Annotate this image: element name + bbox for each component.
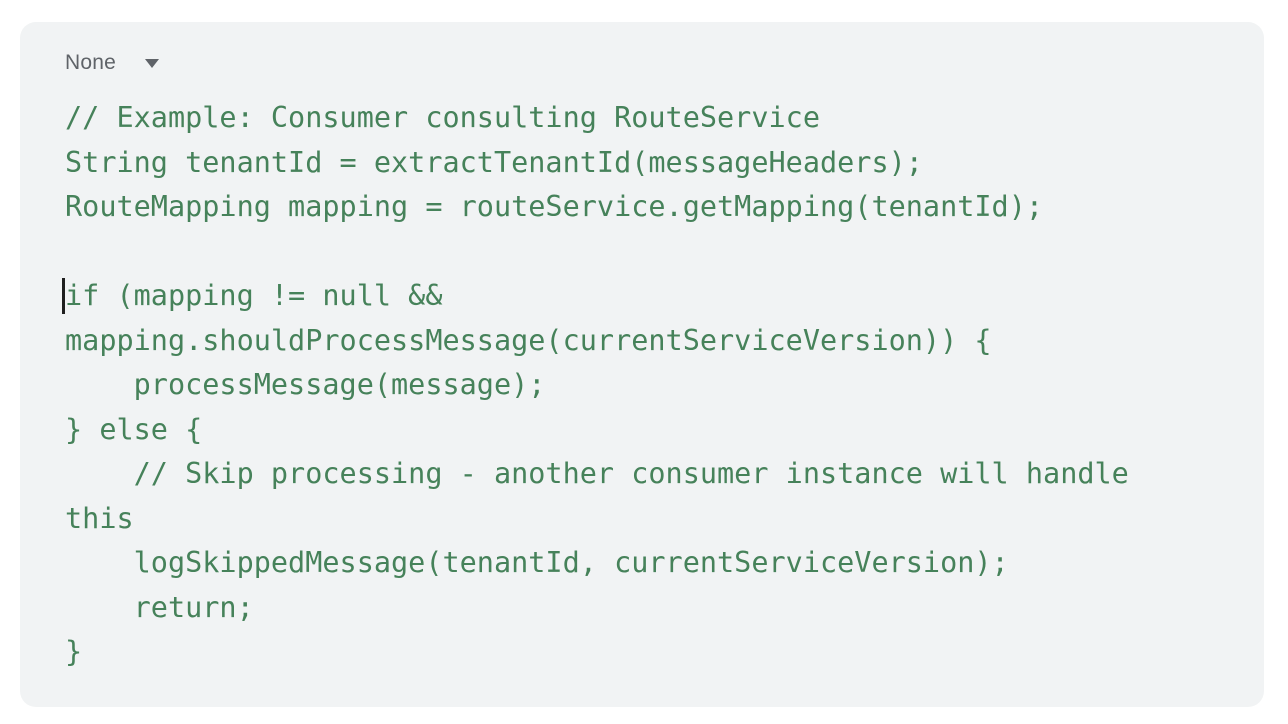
code-line[interactable]: processMessage(message); <box>65 368 546 401</box>
code-line[interactable]: this <box>65 501 134 535</box>
code-line[interactable]: RouteMapping mapping = routeService.getM… <box>65 190 1044 223</box>
code-editor-area[interactable]: // Example: Consumer consulting RouteSer… <box>62 96 1219 675</box>
code-line[interactable]: logSkippedMessage(tenantId, currentServi… <box>65 546 1009 579</box>
text-cursor-caret <box>62 278 65 314</box>
language-selector-label: None <box>65 51 117 74</box>
code-line[interactable]: // Skip processing - another consumer in… <box>65 457 1129 490</box>
code-line[interactable]: mapping.shouldProcessMessage(currentServ… <box>65 323 992 357</box>
language-selector-dropdown[interactable]: None <box>65 48 160 78</box>
code-block-panel: None // Example: Consumer consulting Rou… <box>20 22 1264 707</box>
code-line[interactable]: } else { <box>65 412 203 446</box>
code-line[interactable]: String tenantId = extractTenantId(messag… <box>65 145 923 179</box>
code-line[interactable] <box>65 230 1219 275</box>
code-line[interactable]: } <box>65 635 83 668</box>
triangle-down-icon <box>145 58 160 68</box>
code-line[interactable]: // Example: Consumer consulting RouteSer… <box>65 101 820 134</box>
code-line[interactable]: if (mapping != null && <box>62 274 1219 319</box>
code-line[interactable]: return; <box>65 590 254 624</box>
